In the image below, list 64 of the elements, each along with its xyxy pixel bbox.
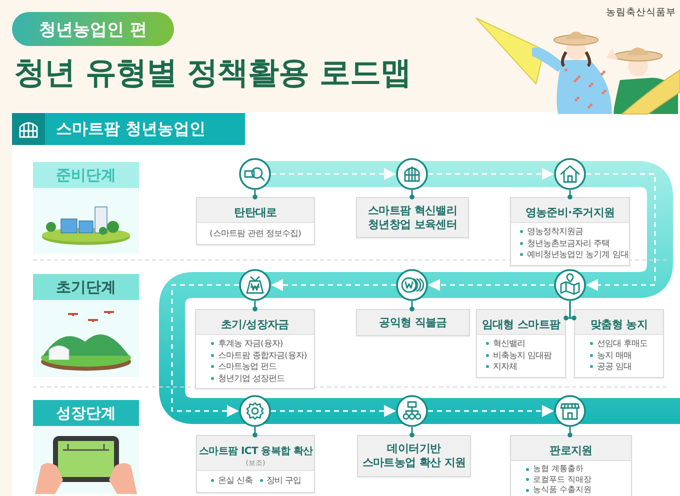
note-text: (스마트팜 관련 정보수집) — [208, 227, 302, 240]
policy-card — [476, 309, 566, 378]
card-title: 임대형 스마트팜 — [482, 318, 560, 331]
bullet-item: 예비청년농업인 농기계 임대 — [527, 249, 628, 260]
bullet-item: 혁신밸리 — [493, 338, 525, 350]
road-arrow — [428, 405, 554, 417]
policy-card — [196, 435, 315, 492]
stage-title: 초기단계 — [33, 274, 139, 300]
bullet-item: 장비 구입 — [266, 475, 302, 486]
card-title: 판로지원 — [550, 444, 592, 457]
section-bar — [12, 113, 245, 145]
policy-card — [196, 197, 315, 245]
road-arrow — [428, 279, 554, 291]
stage-title: 성장단계 — [33, 400, 139, 426]
bullet-item: 청년기업 성장펀드 — [218, 372, 285, 384]
connector-line — [252, 301, 258, 312]
bullet-item: 농협 계통출하 — [533, 464, 584, 474]
bullet-item: 농식품 수출지원 — [533, 485, 592, 496]
road-arrow — [271, 168, 396, 180]
road-arrow — [271, 405, 396, 417]
bullet-item: 공공 임대 — [597, 361, 632, 372]
card-title: 맞춤형 농지 — [590, 318, 648, 331]
connector-line — [410, 427, 414, 438]
policy-card — [357, 435, 471, 477]
policy-card — [195, 309, 315, 389]
card-title: 스마트팜 혁신밸리 청년창업 보육센터 — [366, 202, 458, 232]
bullet-item: 선임대 후매도 — [597, 338, 648, 350]
connector-line — [568, 190, 572, 200]
title-badge: 청년농업인 편 — [12, 12, 174, 46]
card-title: 스마트팜 ICT 융복합 확산 — [199, 446, 313, 457]
card-title: 영농준비·주거지원 — [525, 206, 615, 219]
policy-card — [574, 309, 664, 378]
section-title: 스마트팜 청년농업인 — [56, 118, 206, 140]
connector-line — [410, 301, 414, 312]
connector-line — [568, 427, 572, 438]
policy-card — [356, 309, 470, 336]
road-arrow — [586, 173, 656, 291]
ministry-name: 농림축산식품부 — [606, 6, 676, 19]
policy-card — [510, 435, 632, 496]
bullet-item: 스마트농업 펀드 — [218, 361, 277, 372]
bullet-item: 청년농촌보금자리 주택 — [527, 238, 610, 249]
bullet-item: 후계농 자금(융자) — [218, 338, 284, 350]
connector-line — [410, 190, 414, 200]
card-title: 공익형 직불금 — [378, 314, 448, 330]
bullet-item: 비축농지 임대팜 — [493, 350, 552, 361]
bullet-item: 지자체 — [493, 361, 517, 372]
connector-line — [252, 190, 258, 200]
road-arrow — [171, 284, 239, 417]
road-arrow — [428, 168, 554, 180]
stage-title: 준비단계 — [33, 162, 139, 188]
policy-card — [356, 197, 469, 238]
card-title: 탄탄대로 — [234, 206, 277, 219]
bullet-item: 스마트팜 종합자금(융자) — [218, 350, 308, 361]
bullet-item: 영농정착지원금 — [527, 226, 583, 238]
connector-line — [569, 301, 576, 320]
page-title: 청년 유형별 정책활용 로드맵 — [14, 54, 411, 93]
road-arrow — [271, 279, 396, 291]
connector-line — [252, 427, 258, 438]
bullet-item: 온실 신축 — [218, 475, 252, 486]
card-title: 데이터기반 스마트농업 확산 지원 — [361, 441, 467, 471]
card-title: 초기/성장자금 — [221, 318, 289, 331]
bullet-item: 로컬푸드 직매장 — [533, 474, 592, 485]
policy-card — [510, 197, 630, 266]
bullet-item: 농지 매매 — [597, 350, 632, 361]
